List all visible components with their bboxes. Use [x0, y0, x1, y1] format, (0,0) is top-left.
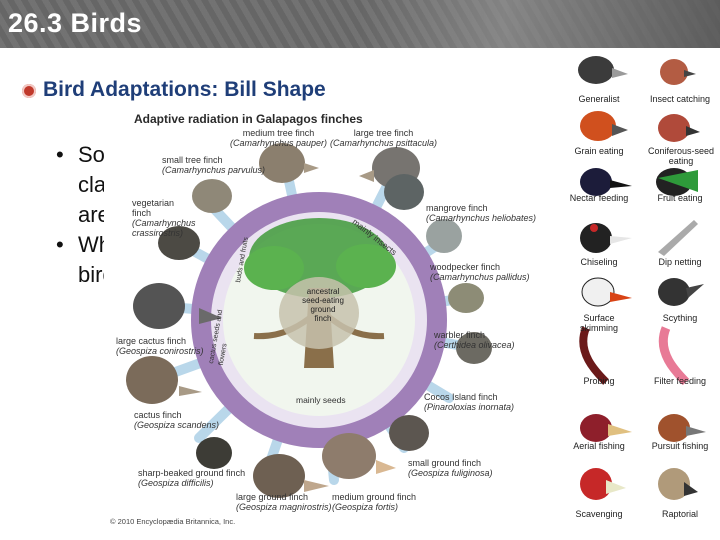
finch-name: medium ground finch [332, 492, 417, 502]
bill-caption: Coniferous-seed eating [647, 146, 715, 166]
finch-species: (Camarhynchus psittacula) [330, 138, 438, 148]
bill-caption: Scything [662, 313, 698, 323]
bill-caption: Raptorial [661, 509, 699, 519]
finch-species: (Pinaroloxias inornata) [424, 402, 515, 412]
finch-label: large cactus finch (Geospiza conirostris… [116, 336, 204, 356]
finch-heads [126, 143, 492, 498]
bullet-item: • So cla are [36, 140, 115, 230]
ring-label: mainly seeds [296, 395, 346, 405]
finch-name: medium tree finch [242, 128, 315, 138]
bullet-list: • So cla are • Wh bird [36, 140, 115, 290]
finch-species: (Geospiza fortis) [332, 502, 399, 512]
bill-caption: Aerial fishing [573, 441, 625, 451]
finch-name: cactus finch [134, 410, 182, 420]
bill-caption: Surface skimming [579, 313, 618, 333]
finch-label: vegetarian finch (Camarhynchus crassiros… [132, 198, 196, 238]
finch-label: Cocos Island finch (Pinaroloxias inornat… [424, 392, 514, 412]
finch-species: (Camarhynchus crassirostris) [132, 218, 196, 238]
finch-name: sharp-beaked ground finch [138, 468, 246, 478]
finch-label: large ground finch (Geospiza magnirostri… [236, 492, 332, 512]
finch-name: large ground finch [236, 492, 309, 502]
bill-caption: Filter feeding [653, 376, 707, 386]
ancestral-tree [244, 218, 396, 368]
feather-texture [360, 0, 720, 48]
finch-radiation-diagram [104, 108, 542, 532]
finch-label: small ground finch (Geospiza fuliginosa) [408, 458, 493, 478]
finch-species: (Camarhynchus heliobates) [426, 213, 537, 223]
bullet-line: So [78, 142, 105, 167]
center-label: ancestral seed-eating ground finch [293, 287, 353, 323]
finch-name: vegetarian finch [132, 198, 175, 218]
bill-caption: Scavenging [575, 509, 623, 519]
finch-species: (Geospiza fuliginosa) [408, 468, 493, 478]
bill-caption: Dip netting [658, 257, 702, 267]
bird-heads [578, 56, 706, 500]
bullet-line: cla [78, 172, 107, 197]
bill-caption: Fruit eating [657, 193, 703, 203]
center-line: ground [310, 305, 336, 314]
bullet-dot: • [56, 232, 64, 257]
finch-label: large tree finch (Camarhynchus psittacul… [330, 128, 437, 148]
finch-name: Cocos Island finch [424, 392, 498, 402]
finch-name: small tree finch [162, 155, 223, 165]
finch-label: woodpecker finch (Camarhynchus pallidus) [430, 262, 530, 282]
finch-label: medium tree finch (Camarhynchus pauper) [230, 128, 327, 148]
finch-name: mangrove finch [426, 203, 488, 213]
center-line: seed-eating [302, 296, 344, 305]
finch-name: woodpecker finch [430, 262, 501, 272]
finch-species: (Certhidea olivacea) [434, 340, 515, 350]
finch-name: small ground finch [408, 458, 482, 468]
finch-species: (Camarhynchus parvulus) [162, 165, 266, 175]
finch-label: sharp-beaked ground finch (Geospiza diff… [138, 468, 245, 488]
finch-label: small tree finch (Camarhynchus parvulus) [162, 155, 265, 175]
center-line: finch [314, 314, 332, 323]
finch-label: warbler finch (Certhidea olivacea) [434, 330, 515, 350]
slide-title: 26.3 Birds [8, 8, 143, 38]
bill-caption: Generalist [578, 94, 620, 104]
bill-caption: Nectar feeding [569, 193, 629, 203]
heading-bullet-icon [22, 84, 36, 98]
finch-species: (Geospiza scandens) [134, 420, 220, 430]
finch-species: (Camarhynchus pauper) [230, 138, 328, 148]
bill-caption: Grain eating [574, 146, 624, 156]
finch-species: (Geospiza conirostris) [116, 346, 204, 356]
finch-name: large tree finch [353, 128, 414, 138]
finch-beaks [179, 163, 396, 492]
bullet-dot: • [56, 142, 64, 167]
finch-label: cactus finch (Geospiza scandens) [134, 410, 219, 430]
center-line: ancestral [306, 287, 340, 296]
finch-name: warbler finch [434, 330, 486, 340]
bill-caption: Probing [583, 376, 615, 386]
diagram-title: Adaptive radiation in Galapagos finches [134, 112, 363, 126]
bullet-item: • Wh bird [36, 230, 115, 290]
bill-types-panel [578, 56, 706, 500]
title-bar [0, 0, 720, 48]
copyright: © 2010 Encyclopædia Britannica, Inc. [110, 517, 236, 526]
bill-caption: Chiseling [580, 257, 618, 267]
finch-species: (Geospiza difficilis) [138, 478, 214, 488]
finch-name: large cactus finch [116, 336, 187, 346]
finch-label: mangrove finch (Camarhynchus heliobates) [426, 203, 536, 223]
bill-caption: Insect catching [649, 94, 711, 104]
bill-caption: Pursuit fishing [651, 441, 709, 451]
finch-species: (Camarhynchus pallidus) [430, 272, 530, 282]
section-heading: Bird Adaptations: Bill Shape [43, 78, 326, 101]
finch-label: medium ground finch (Geospiza fortis) [332, 492, 416, 512]
finch-species: (Geospiza magnirostris) [236, 502, 332, 512]
